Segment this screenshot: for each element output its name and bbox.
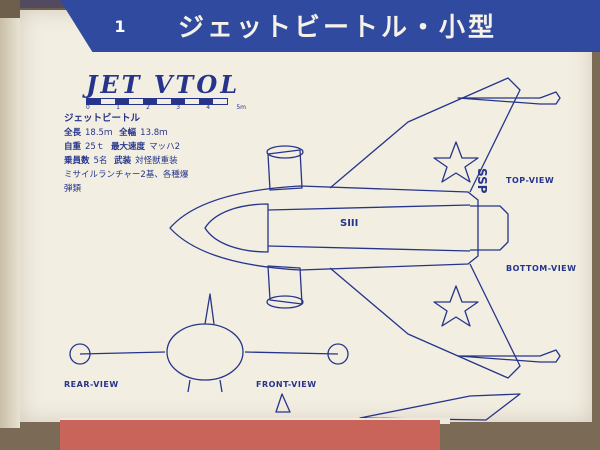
spec-key: 乗員数 (64, 156, 90, 166)
scale-tick-label: 1 (116, 104, 120, 111)
spec-row: ミサイルランチャー2基、各種爆 (64, 168, 244, 182)
scale-tick-label: 2 (146, 104, 150, 111)
page-edge (0, 18, 20, 428)
jet-vtol-title: JET VTOL (86, 70, 241, 99)
scale-labels: 0 1 2 3 4 5m (86, 104, 246, 111)
spec-value: 5名 (93, 156, 108, 166)
header-band (60, 0, 600, 52)
scale-tick-label: 5m (236, 104, 246, 111)
spec-text: ミサイルランチャー2基、各種爆 (64, 170, 189, 180)
chapter-number: 1 (96, 4, 144, 48)
spec-key: 武装 (114, 156, 132, 166)
spec-value: マッハ2 (149, 142, 180, 152)
top-view-label: TOP-VIEW (506, 176, 555, 185)
spec-row: 弾類 (64, 182, 244, 196)
next-page-edge (60, 420, 440, 450)
scale-tick-label: 0 (86, 104, 90, 111)
spec-key: 最大速度 (111, 142, 146, 152)
rear-view-label: REAR-VIEW (64, 380, 119, 389)
spec-value: 対怪獣重装 (135, 156, 178, 166)
spec-value: 18.5ｍ (85, 128, 113, 138)
spec-key: 自重 (64, 142, 82, 152)
spec-value: 25ｔ (85, 142, 105, 152)
spec-text: 弾類 (64, 184, 82, 194)
scale-bar-graphic (86, 98, 228, 105)
spec-value: 13.8ｍ (140, 128, 168, 138)
scale-tick-label: 3 (176, 104, 181, 111)
scale-bar: 0 1 2 3 4 5m (86, 98, 246, 112)
scale-tick-label: 4 (206, 104, 211, 111)
spec-key: 全幅 (119, 128, 137, 138)
bottom-view-label: BOTTOM-VIEW (506, 264, 577, 273)
spec-key: 全長 (64, 128, 82, 138)
vehicle-name: ジェットビートル (64, 113, 141, 124)
front-view-label: FRONT-VIEW (256, 380, 317, 389)
page-title: ジェットビートル・小型 (178, 13, 498, 43)
